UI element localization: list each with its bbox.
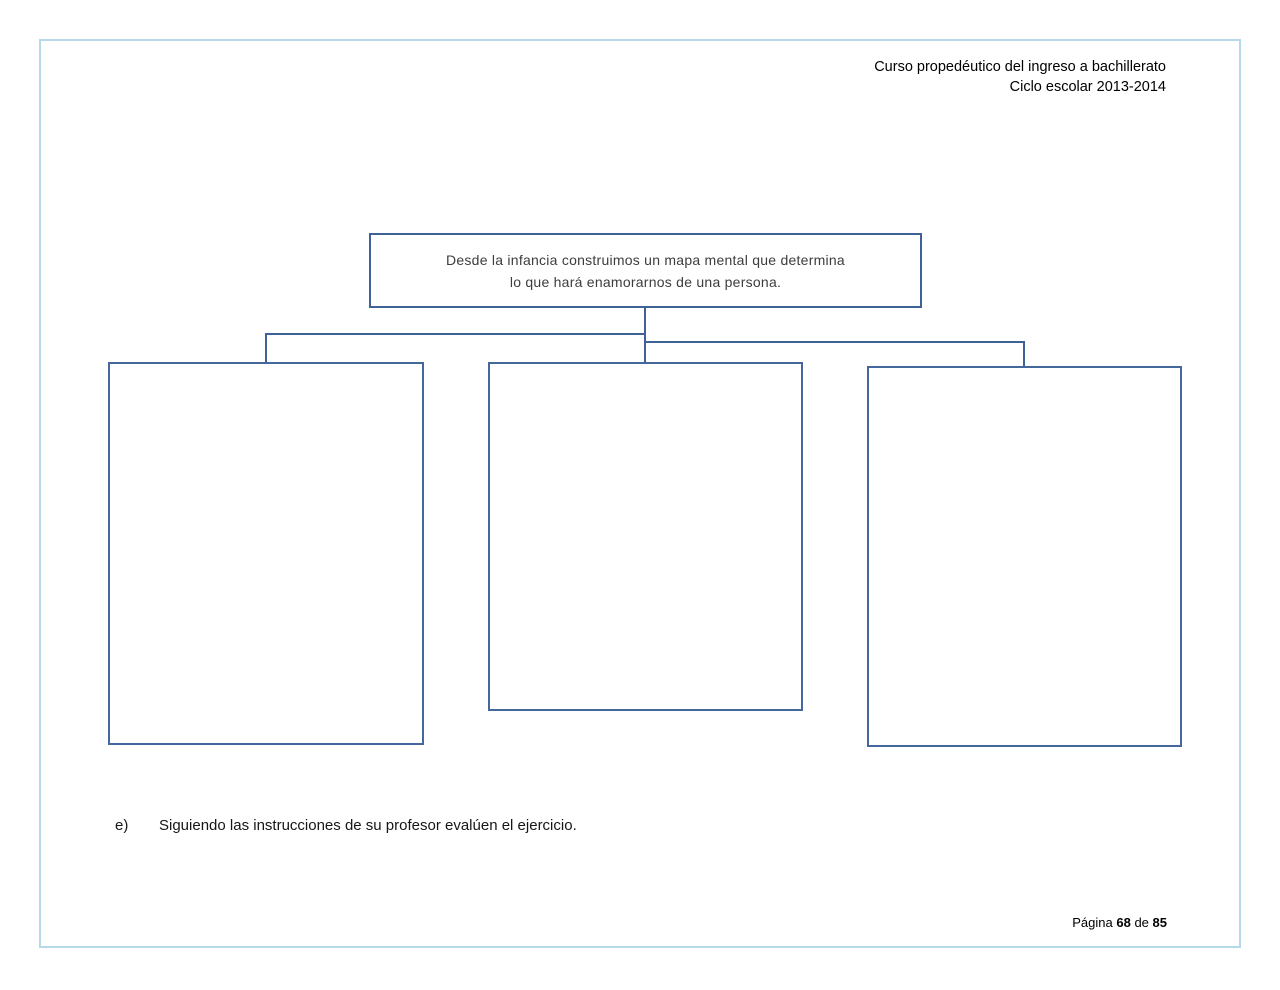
page-border [39, 39, 1241, 948]
answer-box-left[interactable] [108, 362, 424, 745]
connector-left-branch [265, 333, 646, 335]
answer-box-middle[interactable] [488, 362, 803, 711]
connector-left-drop [265, 333, 267, 363]
connector-root-stem [644, 307, 646, 363]
footer-total-pages: 85 [1152, 915, 1167, 930]
exercise-item-marker: e) [115, 817, 129, 834]
root-box-text-line2: lo que hará enamorarnos de una persona. [509, 273, 782, 290]
footer-of-word: de [1134, 915, 1149, 930]
connector-right-drop [1023, 341, 1025, 368]
concept-map-root-box: Desde la infancia construimos un mapa me… [369, 233, 922, 308]
header-school-cycle: Ciclo escolar 2013-2014 [1009, 78, 1166, 95]
document-header: Curso propedéutico del ingreso a bachill… [874, 58, 1166, 97]
root-box-text-line1: Desde la infancia construimos un mapa me… [446, 251, 845, 268]
answer-box-right[interactable] [867, 366, 1182, 747]
exercise-item-text: Siguiendo las instrucciones de su profes… [159, 817, 577, 834]
footer-label: Página [1072, 915, 1113, 930]
connector-right-branch [644, 341, 1025, 343]
exercise-instruction: e) Siguiendo las instrucciones de su pro… [115, 817, 577, 834]
header-course-title: Curso propedéutico del ingreso a bachill… [874, 59, 1166, 75]
footer-current-page: 68 [1116, 915, 1131, 930]
page-number-footer: Página 68 de 85 [1072, 915, 1167, 930]
